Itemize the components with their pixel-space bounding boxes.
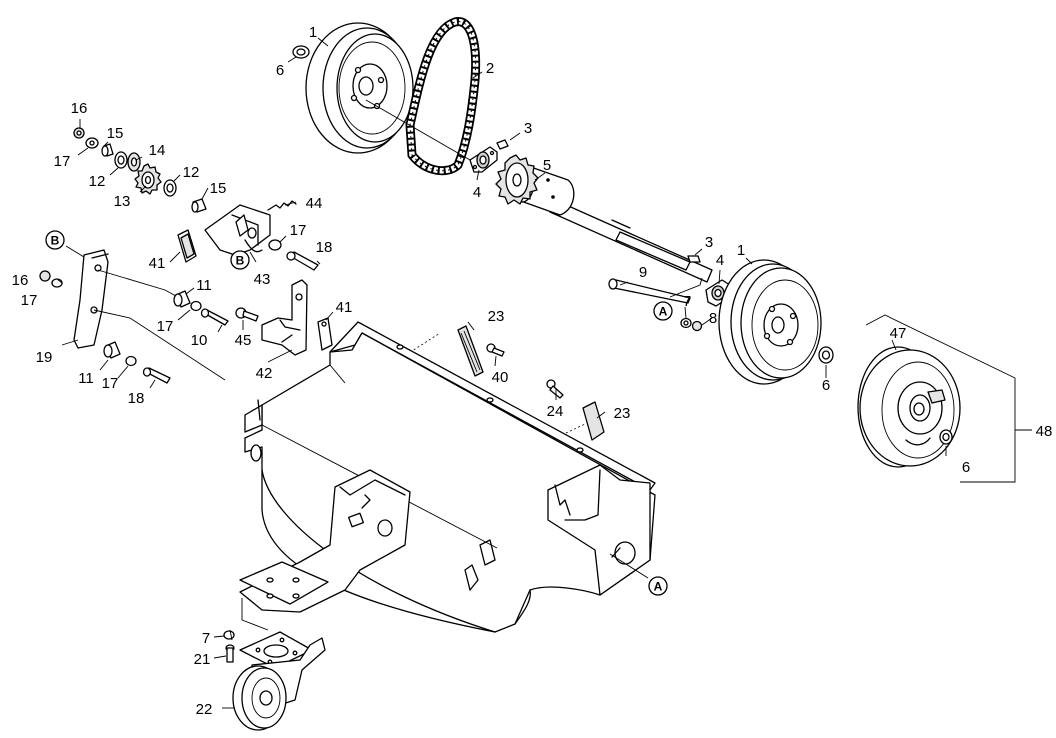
callout-21: 21 [194,651,211,668]
washer-7-right-hole [683,320,689,326]
callout-5: 5 [543,157,551,174]
washer-17-lever [51,278,63,288]
callout-19: 19 [36,349,53,366]
callout-11: 11 [78,370,94,387]
washer-17-low [125,355,137,367]
callout-48: 48 [1036,423,1053,440]
callout-16: 16 [12,272,29,289]
callout-4: 4 [716,252,724,269]
washer-17-mid [190,300,202,312]
callout-11: 11 [196,277,212,294]
callout-24: 24 [547,403,564,420]
callout-7: 7 [683,293,691,310]
svg-text:B: B [236,254,245,268]
callout-labels: 1 6 2 3 5 4 16 15 17 14 12 12 13 15 44 1… [12,24,1053,718]
bolt-18-upper [286,251,319,271]
callout-13: 13 [114,193,131,210]
wheel-right [718,259,822,385]
bracket-42 [261,279,308,356]
caster-wheel [232,631,326,731]
screw-45 [235,307,259,322]
bolt-10 [200,308,229,326]
callout-6: 6 [276,62,284,79]
kit-48-bracket [865,314,1016,483]
callout-41: 41 [149,255,166,272]
callout-17: 17 [54,153,71,170]
drive-chain [405,17,481,176]
washer-17-upper [268,239,282,251]
callout-15: 15 [210,180,227,197]
callout-12: 12 [89,173,106,190]
friction-pad-41-left [177,229,197,263]
bush-11-upper [173,290,191,308]
marker-b-upper: B [45,230,65,250]
main-housing [239,321,656,633]
tension-bracket-43 [204,200,297,256]
callout-18: 18 [128,390,145,407]
callout-2: 2 [486,60,494,77]
callout-1: 1 [309,24,317,41]
marker-a-lower: A [648,576,668,596]
tension-parts [73,127,207,213]
washer-6-kit [939,429,953,445]
callout-43: 43 [254,271,271,288]
callout-44: 44 [306,195,323,212]
callout-16: 16 [71,100,88,117]
svg-text:A: A [659,305,668,319]
callout-4: 4 [473,184,481,201]
callout-14: 14 [149,142,166,159]
callout-10: 10 [191,332,208,349]
washer-6-top [292,45,310,59]
callout-3: 3 [524,120,532,137]
callout-15: 15 [107,125,124,142]
washer-6-right [818,346,834,364]
callout-12: 12 [183,164,200,181]
friction-pad-41-right [317,317,333,351]
callout-18: 18 [316,239,333,256]
bolt-9 [608,278,691,304]
bolt-21 [225,644,235,663]
callout-17: 17 [157,318,174,335]
axle-assembly [469,139,731,307]
leader-lines [56,37,1032,709]
callout-23: 23 [488,308,505,325]
marker-a-upper: A [653,301,673,321]
callout-7: 7 [202,630,210,647]
bush-11-lower [103,341,121,359]
svg-text:A: A [654,580,663,594]
wheel-kit-47 [857,346,961,468]
callout-40: 40 [492,369,509,386]
callout-6: 6 [822,377,830,394]
lever-19 [73,249,109,349]
marker-b-lower: B [230,250,250,270]
callout-22: 22 [196,701,213,718]
svg-text:B: B [51,234,60,248]
callout-17: 17 [21,292,38,309]
callout-42: 42 [256,365,273,382]
callout-17: 17 [290,222,307,239]
washer-7-caster [223,630,235,640]
nut-8 [691,320,703,332]
nut-16-lower [39,270,51,282]
screw-24 [546,379,564,399]
brush-strip-23-upper [457,325,484,377]
callout-9: 9 [639,264,647,281]
callout-6: 6 [962,459,970,476]
callout-3: 3 [705,234,713,251]
bolt-18-lower [142,367,171,384]
callout-45: 45 [235,332,252,349]
brush-strip-23-lower [582,401,605,441]
callout-17: 17 [102,375,119,392]
callout-1: 1 [737,242,745,259]
wheel-top-left [305,22,414,154]
screw-40 [486,343,505,357]
callout-47: 47 [890,325,907,342]
callout-23: 23 [614,405,631,422]
callout-41: 41 [336,299,353,316]
callout-8: 8 [709,310,717,327]
